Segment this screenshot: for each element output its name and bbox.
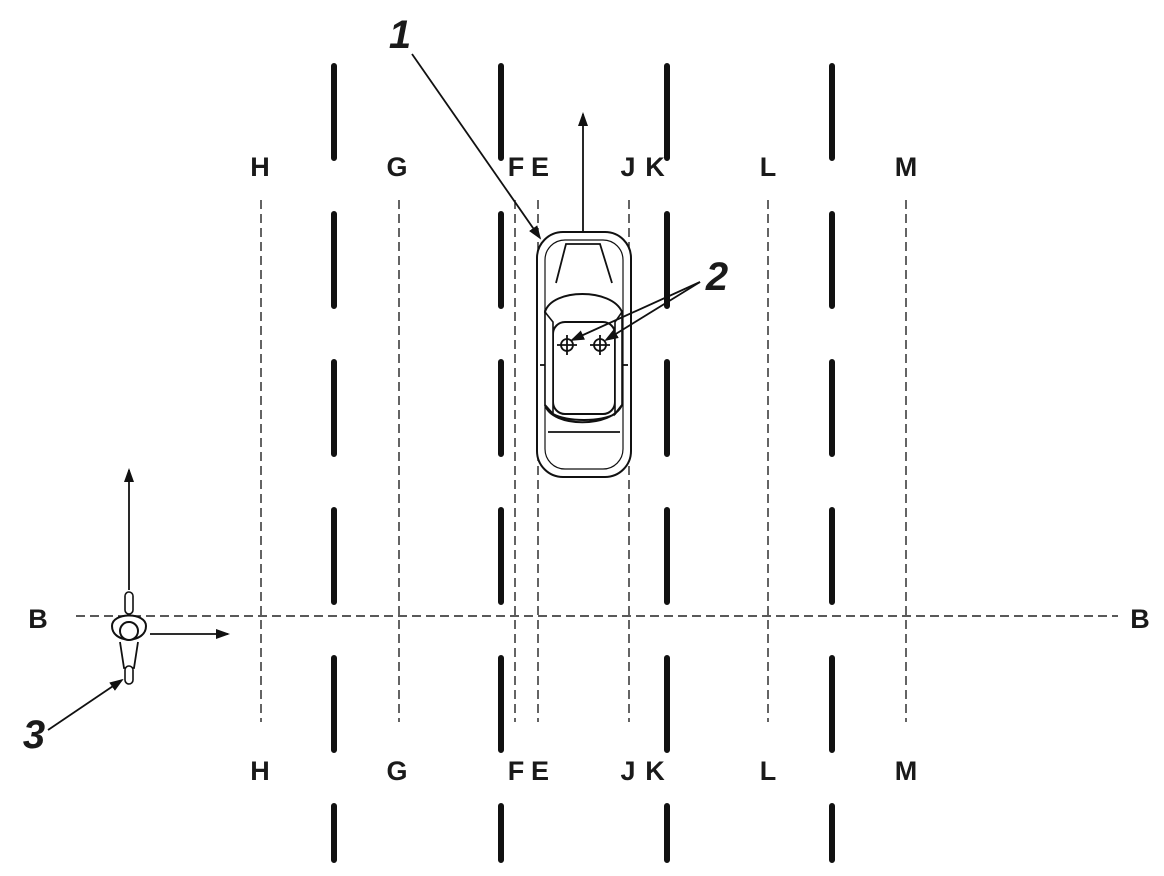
sensor-icons <box>557 335 610 355</box>
callouts: 1 2 3 <box>23 13 728 757</box>
cyclist-rear-wheel <box>124 665 134 685</box>
label-k-top: K <box>645 152 665 182</box>
cyclist-icon <box>110 468 230 685</box>
callout-leader-2a <box>570 281 701 341</box>
label-f-bottom: F <box>508 756 525 786</box>
label-h-top: H <box>250 152 270 182</box>
label-m-top: M <box>895 152 918 182</box>
label-g-bottom: G <box>386 756 407 786</box>
cyclist-head <box>119 621 139 641</box>
label-h-bottom: H <box>250 756 270 786</box>
label-b-right: B <box>1130 604 1150 634</box>
label-g-top: G <box>386 152 407 182</box>
car-roof <box>552 321 616 415</box>
car-rear-window <box>544 404 623 424</box>
car-icon <box>536 112 632 478</box>
label-k-bottom: K <box>645 756 665 786</box>
car-right-windows <box>614 309 623 417</box>
label-b-left: B <box>28 604 48 634</box>
bottom-labels: H G F E J K L M <box>250 756 917 786</box>
label-j-top: J <box>620 152 635 182</box>
lane-markings <box>331 63 835 863</box>
cyclist-legs <box>119 641 139 669</box>
label-l-top: L <box>760 152 777 182</box>
callout-label-3: 3 <box>23 713 45 757</box>
callout-leader-1 <box>411 53 542 240</box>
label-l-bottom: L <box>760 756 777 786</box>
callout-leader-3 <box>47 678 124 731</box>
callout-leader-2b <box>604 281 701 342</box>
label-e-top: E <box>531 152 549 182</box>
car-hood-lines <box>555 243 613 284</box>
label-e-bottom: E <box>531 756 549 786</box>
label-m-bottom: M <box>895 756 918 786</box>
callout-label-1: 1 <box>389 13 411 57</box>
cyclist-front-wheel <box>124 591 134 615</box>
top-labels: H G F E J K L M <box>250 152 917 182</box>
label-f-top: F <box>508 152 525 182</box>
label-j-bottom: J <box>620 756 635 786</box>
callout-label-2: 2 <box>705 255 728 299</box>
car-left-windows <box>544 309 554 417</box>
